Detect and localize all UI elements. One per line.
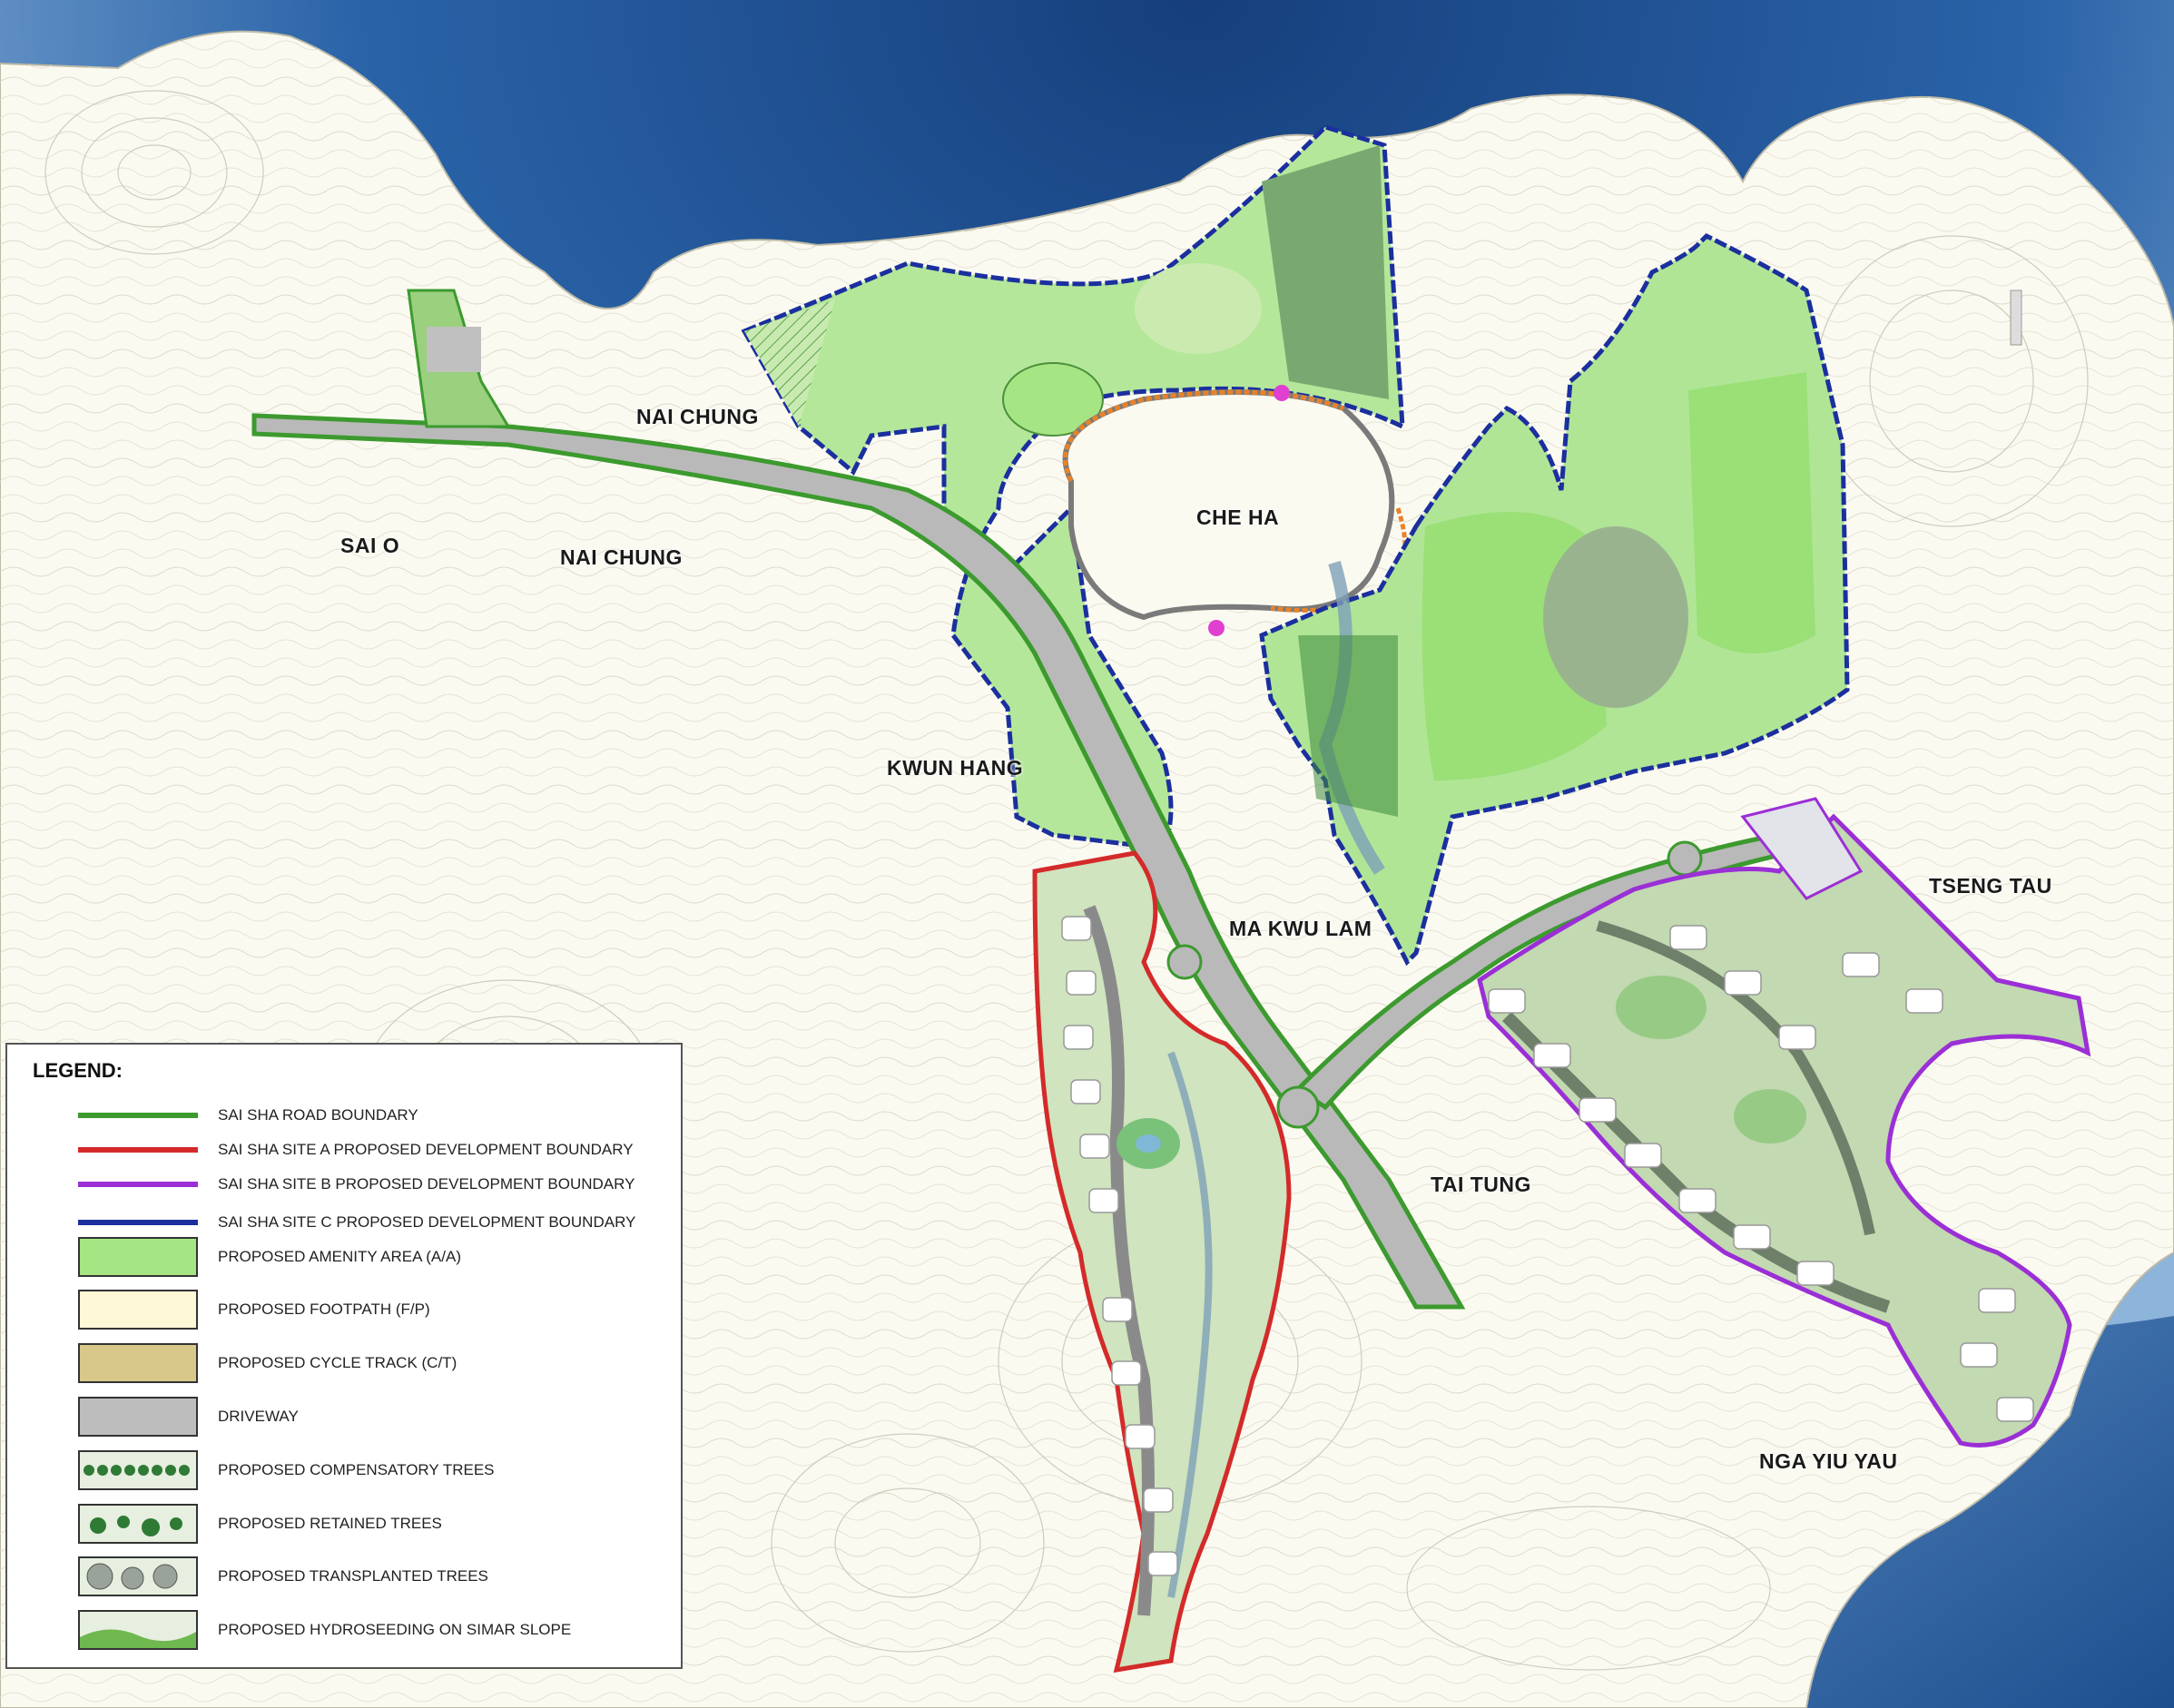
legend-swatch <box>78 1397 198 1437</box>
legend-item: PROPOSED HYDROSEEDING ON SIMAR SLOPE <box>7 1609 681 1651</box>
legend-item-label: PROPOSED FOOTPATH (F/P) <box>218 1301 430 1318</box>
place-label-che-ha: CHE HA <box>1196 506 1280 529</box>
legend-title: LEGEND: <box>33 1059 123 1082</box>
legend-item: PROPOSED TRANSPLANTED TREES <box>7 1556 681 1597</box>
place-label-nga-yiu-yau: NGA YIU YAU <box>1759 1449 1898 1473</box>
pink-marker-north <box>1274 385 1290 401</box>
place-label-kwun-hang: KWUN HANG <box>887 756 1024 780</box>
site-a-boundary <box>1032 850 1292 1674</box>
legend-swatch <box>78 1220 198 1225</box>
legend-item: PROPOSED COMPENSATORY TREES <box>7 1449 681 1491</box>
legend-swatch <box>78 1504 198 1544</box>
legend-item: PROPOSED CYCLE TRACK (C/T) <box>7 1342 681 1384</box>
legend-item-label: SAI SHA ROAD BOUNDARY <box>218 1106 418 1124</box>
legend-swatch <box>78 1290 198 1330</box>
che-ha-ring-road <box>1062 389 1395 621</box>
place-label-ma-kwu-lam: MA KWU LAM <box>1229 917 1372 940</box>
legend-swatch <box>78 1182 198 1187</box>
legend-item-label: SAI SHA SITE A PROPOSED DEVELOPMENT BOUN… <box>218 1141 634 1158</box>
legend-item: SAI SHA SITE A PROPOSED DEVELOPMENT BOUN… <box>7 1129 681 1171</box>
legend-item: SAI SHA SITE B PROPOSED DEVELOPMENT BOUN… <box>7 1163 681 1205</box>
legend-item: DRIVEWAY <box>7 1396 681 1438</box>
legend-item-label: PROPOSED AMENITY AREA (A/A) <box>218 1248 461 1265</box>
legend-swatch <box>78 1343 198 1383</box>
pink-marker-south <box>1208 620 1225 636</box>
legend-item-label: DRIVEWAY <box>218 1408 299 1425</box>
legend-item: SAI SHA ROAD BOUNDARY <box>7 1094 681 1136</box>
legend-item: SAI SHA SITE C PROPOSED DEVELOPMENT BOUN… <box>7 1202 681 1243</box>
legend-swatch <box>78 1113 198 1118</box>
place-label-nai-chung-north: NAI CHUNG <box>636 405 759 428</box>
legend-item-label: SAI SHA SITE C PROPOSED DEVELOPMENT BOUN… <box>218 1213 636 1231</box>
legend-swatch <box>78 1237 198 1277</box>
legend-item-label: PROPOSED RETAINED TREES <box>218 1515 442 1532</box>
site-b-buildings <box>1488 925 2034 1422</box>
map-legend: LEGEND: SAI SHA ROAD BOUNDARY SAI SHA SIT… <box>5 1043 683 1669</box>
legend-item-label: PROPOSED CYCLE TRACK (C/T) <box>218 1354 457 1371</box>
legend-swatch <box>78 1147 198 1153</box>
place-label-tai-tung: TAI TUNG <box>1431 1173 1531 1196</box>
legend-item-label: SAI SHA SITE B PROPOSED DEVELOPMENT BOUN… <box>218 1175 635 1193</box>
site-a-buildings <box>1061 916 1178 1576</box>
legend-swatch <box>78 1610 198 1650</box>
legend-item-label: PROPOSED HYDROSEEDING ON SIMAR SLOPE <box>218 1621 572 1638</box>
place-label-nai-chung-south: NAI CHUNG <box>560 545 683 569</box>
legend-item: PROPOSED FOOTPATH (F/P) <box>7 1289 681 1330</box>
legend-item-label: PROPOSED COMPENSATORY TREES <box>218 1461 495 1478</box>
legend-item: PROPOSED RETAINED TREES <box>7 1503 681 1545</box>
place-label-tseng-tau: TSENG TAU <box>1929 874 2052 898</box>
legend-swatch <box>78 1450 198 1490</box>
place-label-sai-o: SAI O <box>340 534 400 557</box>
sai-sha-road <box>251 413 1466 1310</box>
legend-item-label: PROPOSED TRANSPLANTED TREES <box>218 1567 488 1585</box>
legend-item: PROPOSED AMENITY AREA (A/A) <box>7 1236 681 1278</box>
legend-swatch <box>78 1556 198 1596</box>
